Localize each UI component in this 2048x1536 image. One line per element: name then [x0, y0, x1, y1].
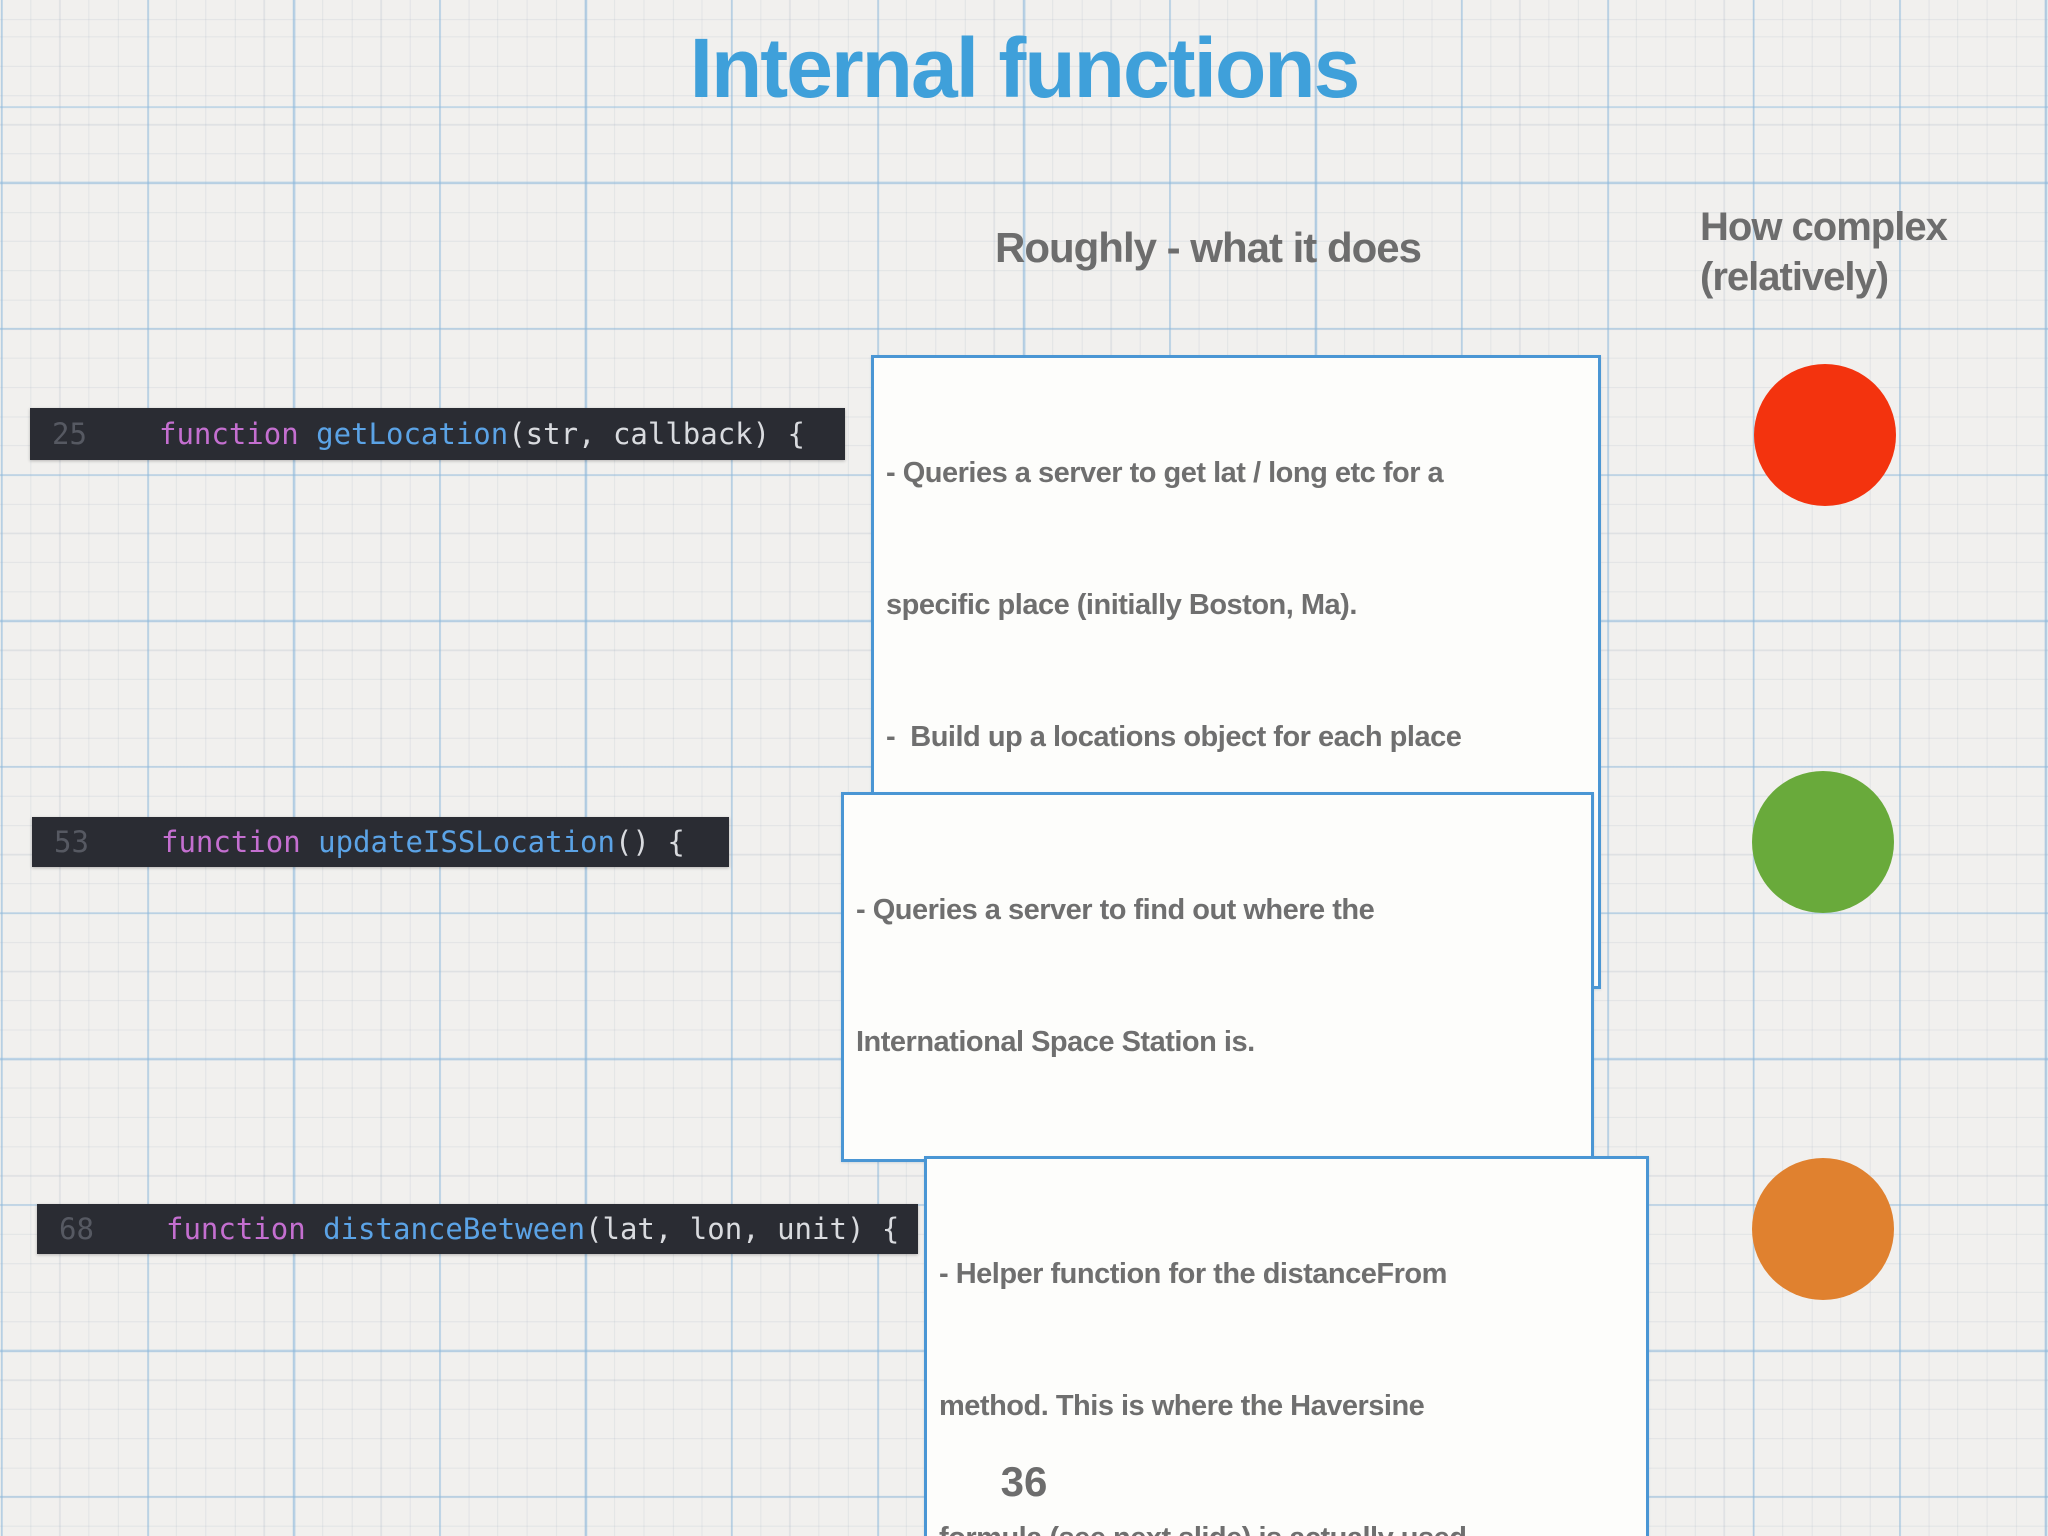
- code-keyword: function: [159, 417, 299, 451]
- code-function-name: getLocation: [316, 417, 509, 451]
- code-function-name: updateISSLocation: [318, 825, 615, 859]
- column-header-complexity-line1: How complex: [1700, 205, 1948, 249]
- code-signature: (str, callback) {: [508, 417, 806, 451]
- code-snippet-getlocation: 25 function getLocation(str, callback) {: [30, 408, 845, 460]
- code-signature: () {: [614, 825, 685, 859]
- code-keyword: function: [166, 1212, 306, 1246]
- code-line-number: 25: [52, 417, 87, 451]
- description-line: formula (see next slide) is actually use…: [939, 1516, 1634, 1536]
- description-box-updateisslocation: - Queries a server to find out where the…: [841, 792, 1594, 1162]
- code-snippet-distancebetween: 68 function distanceBetween(lat, lon, uni…: [37, 1204, 918, 1254]
- code-line: function updateISSLocation() {: [161, 825, 685, 859]
- description-line: - Queries a server to get lat / long etc…: [886, 457, 1444, 489]
- slide-title: Internal functions: [689, 21, 1361, 115]
- description-line: - Helper function for the distanceFrom: [939, 1258, 1447, 1290]
- code-line-number: 53: [54, 825, 89, 859]
- column-header-complexity-line2: (relatively): [1700, 255, 1889, 299]
- description-box-distancebetween: - Helper function for the distanceFrom m…: [924, 1156, 1649, 1536]
- code-keyword: function: [161, 825, 301, 859]
- column-header-what-it-does: Roughly - what it does: [995, 224, 1422, 271]
- column-header-complexity: How complex (relatively): [1700, 202, 1948, 302]
- code-line-number: 68: [59, 1212, 94, 1246]
- code-signature: (lat, lon, unit) {: [585, 1212, 900, 1246]
- code-line: function getLocation(str, callback) {: [159, 417, 805, 451]
- description-line: - Build up a locations object for each p…: [886, 721, 1462, 753]
- complexity-dot-orange: [1752, 1158, 1894, 1300]
- description-line: - Queries a server to find out where the: [856, 894, 1375, 926]
- code-function-name: distanceBetween: [323, 1212, 586, 1246]
- page-number: 36: [1000, 1458, 1048, 1505]
- code-line: function distanceBetween(lat, lon, unit) …: [166, 1212, 899, 1246]
- description-line: specific place (initially Boston, Ma).: [886, 589, 1357, 621]
- code-snippet-updateisslocation: 53 function updateISSLocation() {: [32, 817, 729, 867]
- description-line: method. This is where the Haversine: [939, 1390, 1425, 1422]
- complexity-dot-red: [1754, 364, 1896, 506]
- complexity-dot-green: [1752, 771, 1894, 913]
- description-line: International Space Station is.: [856, 1026, 1255, 1058]
